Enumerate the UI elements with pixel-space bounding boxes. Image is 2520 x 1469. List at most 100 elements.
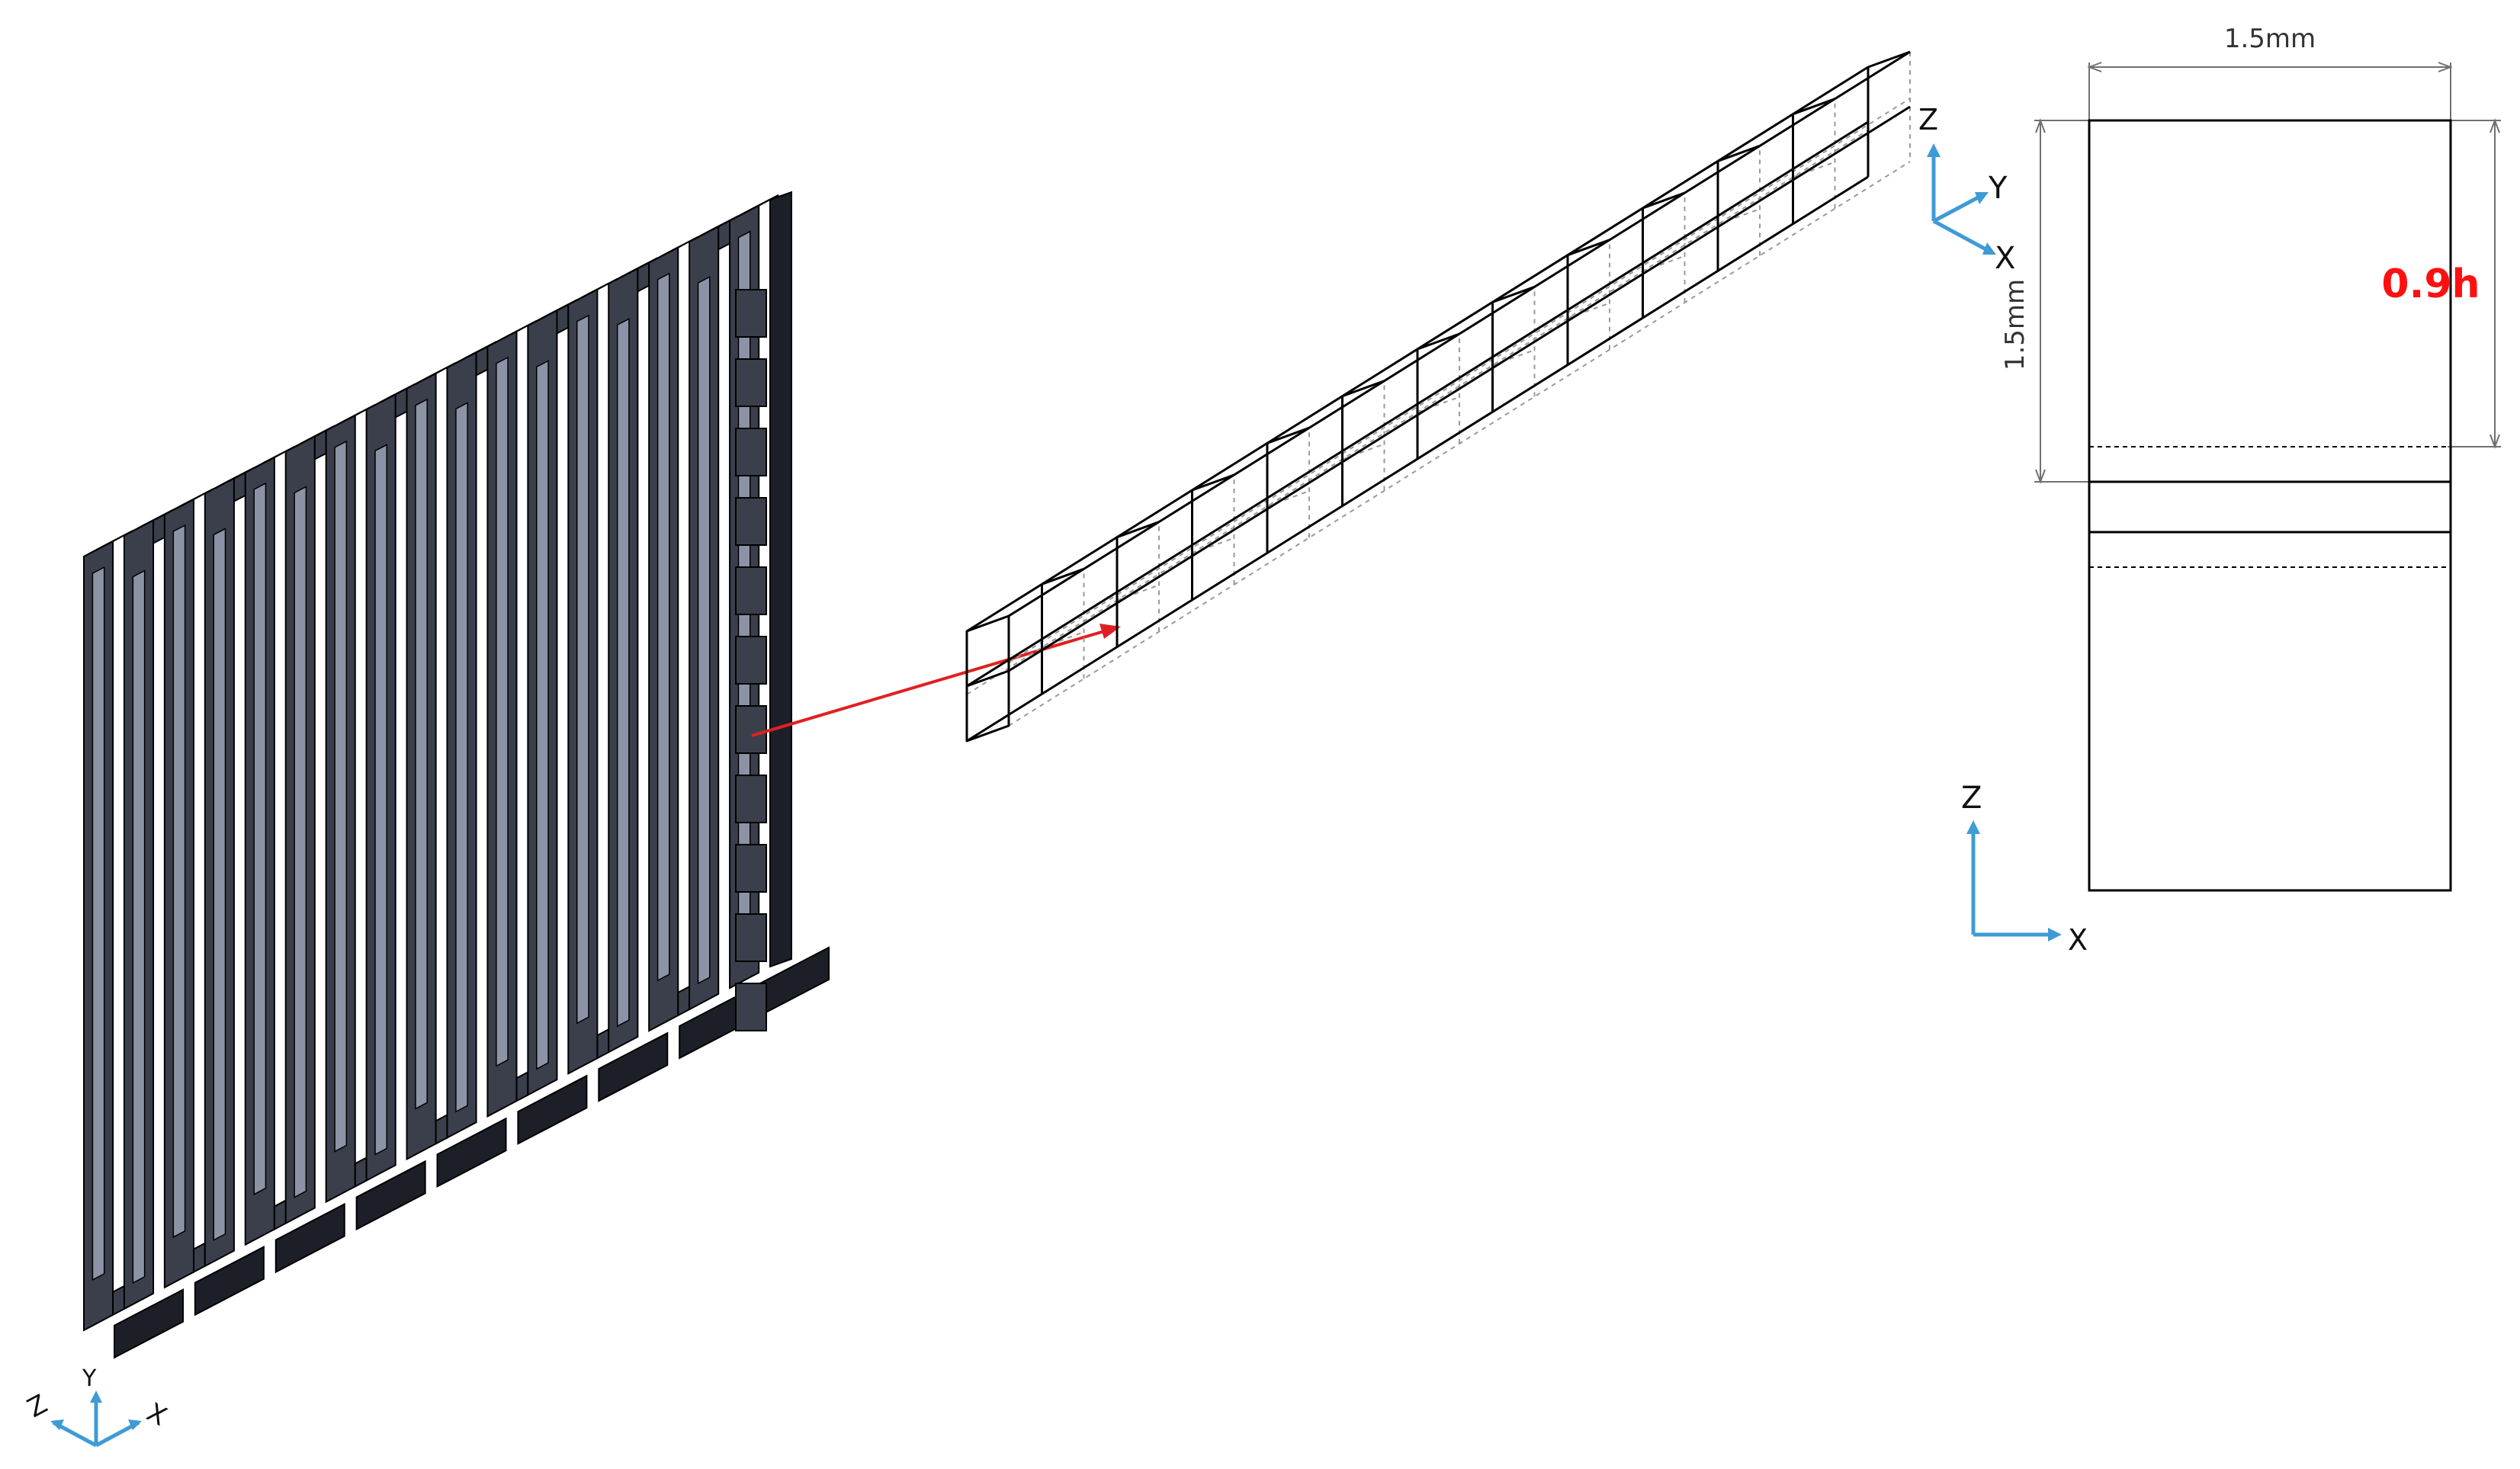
plate-slot bbox=[496, 356, 509, 1067]
plate-slot bbox=[455, 402, 468, 1113]
plate-edge-cell bbox=[735, 497, 767, 546]
zoom-connector-arrow bbox=[751, 624, 1121, 737]
plate-edge-cell bbox=[735, 913, 767, 962]
plate-bridge bbox=[193, 1242, 206, 1274]
strip-hidden-edges bbox=[966, 52, 1911, 726]
plate-edge-cell bbox=[735, 705, 767, 754]
middle-triad-x-label: X bbox=[1995, 241, 2015, 276]
channel-strip-3d bbox=[965, 50, 1911, 743]
strip-divider-top bbox=[1792, 98, 1836, 116]
strip-divider-hidden bbox=[1717, 208, 1761, 226]
plate-bridge bbox=[515, 1070, 529, 1102]
ratio-dimension bbox=[2448, 118, 2501, 449]
plate-bridge bbox=[233, 471, 246, 503]
plate-slot bbox=[697, 275, 711, 985]
plate-slot bbox=[213, 528, 226, 1242]
strip-divider-hidden bbox=[1417, 396, 1460, 413]
plate-bridge bbox=[354, 1156, 368, 1188]
plate-bridge bbox=[717, 219, 731, 251]
plate-bridge bbox=[475, 345, 489, 377]
strip-divider-top bbox=[1191, 473, 1235, 492]
triad-arrowheads bbox=[50, 1390, 142, 1430]
serpentine-plate-3d bbox=[83, 191, 830, 1359]
plate-bridge bbox=[313, 429, 327, 461]
plate-step-block bbox=[274, 1202, 345, 1274]
plate-edge-cell bbox=[735, 983, 767, 1031]
strip-divider-hidden bbox=[1793, 161, 1835, 178]
plate-slot bbox=[576, 314, 589, 1025]
plate-bridge bbox=[677, 985, 691, 1017]
plate-edge-cell bbox=[735, 428, 767, 476]
plate-slot bbox=[616, 318, 630, 1028]
plate-slot bbox=[415, 398, 428, 1110]
middle-triad-z-label: Z bbox=[1918, 103, 1938, 136]
strip-divider-hidden bbox=[1116, 584, 1160, 601]
plate-bottom-steps bbox=[114, 946, 830, 1359]
strip-divider-hidden bbox=[1492, 349, 1535, 367]
plate-step-block bbox=[436, 1117, 507, 1188]
plate-bridge bbox=[556, 303, 570, 335]
strip-mid-edge bbox=[1008, 105, 1911, 672]
strip-divider-hidden bbox=[1567, 302, 1610, 319]
plate-edge-cell bbox=[735, 636, 767, 685]
strip-divider-top bbox=[1717, 144, 1761, 162]
strip-far-edge bbox=[1867, 50, 1911, 69]
strip-divider-hidden bbox=[1192, 537, 1234, 554]
plate-edge-cell bbox=[735, 775, 767, 823]
strip-divider-top bbox=[1341, 380, 1385, 398]
plate-edge-cell bbox=[735, 566, 767, 615]
strip-divider-top bbox=[1417, 332, 1460, 351]
middle-triad-y-label: Y bbox=[1988, 171, 2008, 206]
strip-divider-top bbox=[1041, 567, 1085, 585]
plate-slot bbox=[294, 486, 307, 1198]
plate-step-block bbox=[355, 1159, 426, 1231]
plate-bridge bbox=[152, 513, 165, 545]
strip-divider-hidden bbox=[1642, 255, 1685, 272]
left-triad-x-label: X bbox=[142, 1397, 172, 1432]
left-triad-z-label: Z bbox=[22, 1389, 52, 1424]
plate-bridge bbox=[596, 1028, 610, 1060]
section-hidden-lines bbox=[2089, 446, 2451, 568]
strip-divider-top bbox=[1266, 426, 1310, 444]
plate-slot bbox=[374, 444, 388, 1156]
plate-edge-cell bbox=[735, 844, 767, 893]
height-dimension bbox=[2034, 118, 2092, 484]
plate-bridge bbox=[112, 1285, 125, 1317]
plate-step-block bbox=[517, 1074, 588, 1145]
plate-slot bbox=[656, 272, 670, 982]
plate-slot bbox=[334, 440, 348, 1153]
section-outline bbox=[2088, 119, 2452, 892]
right-triad-z-label: Z bbox=[1961, 781, 1982, 816]
plate-step-block bbox=[194, 1246, 265, 1317]
strip-divider-top bbox=[1116, 521, 1160, 539]
strip-outline bbox=[965, 50, 1911, 743]
strip-inner-hidden bbox=[1008, 98, 1911, 664]
plate-slot bbox=[91, 566, 105, 1281]
plate-step-block bbox=[114, 1288, 184, 1359]
strip-divider-hidden bbox=[1042, 631, 1084, 649]
strip-divider-top bbox=[1491, 285, 1536, 303]
right-axis-triad: Z X bbox=[1961, 781, 2088, 957]
plate-side-face bbox=[769, 191, 792, 968]
strip-divider-hidden bbox=[1342, 443, 1385, 460]
plate-bridge bbox=[273, 1199, 287, 1231]
plate-edge-cell bbox=[735, 289, 767, 338]
plate-bridge bbox=[435, 1113, 448, 1145]
plate-side-ribs bbox=[735, 289, 767, 1031]
plate-slot bbox=[253, 482, 267, 1195]
plate-step-block bbox=[598, 1031, 669, 1102]
right-triad-x-label: X bbox=[2068, 923, 2088, 957]
plate-bridge bbox=[394, 387, 408, 419]
plate-body bbox=[83, 191, 792, 1332]
strip-end-mid-line bbox=[966, 669, 1010, 688]
ratio-dimension-label: 0.9h bbox=[2381, 261, 2480, 307]
left-axis-triad: Z Y X bbox=[22, 1365, 172, 1448]
middle-axis-triad: Z Y X bbox=[1918, 103, 2015, 276]
plate-slot bbox=[172, 524, 186, 1239]
cross-section-view: 1.5mm 1.5mm 0.9h bbox=[1961, 24, 2501, 957]
width-dimension-label: 1.5mm bbox=[2224, 24, 2316, 54]
plate-edge-cell bbox=[735, 358, 767, 407]
plate-bridge bbox=[637, 261, 650, 293]
height-dimension-label: 1.5mm bbox=[2000, 279, 2030, 370]
